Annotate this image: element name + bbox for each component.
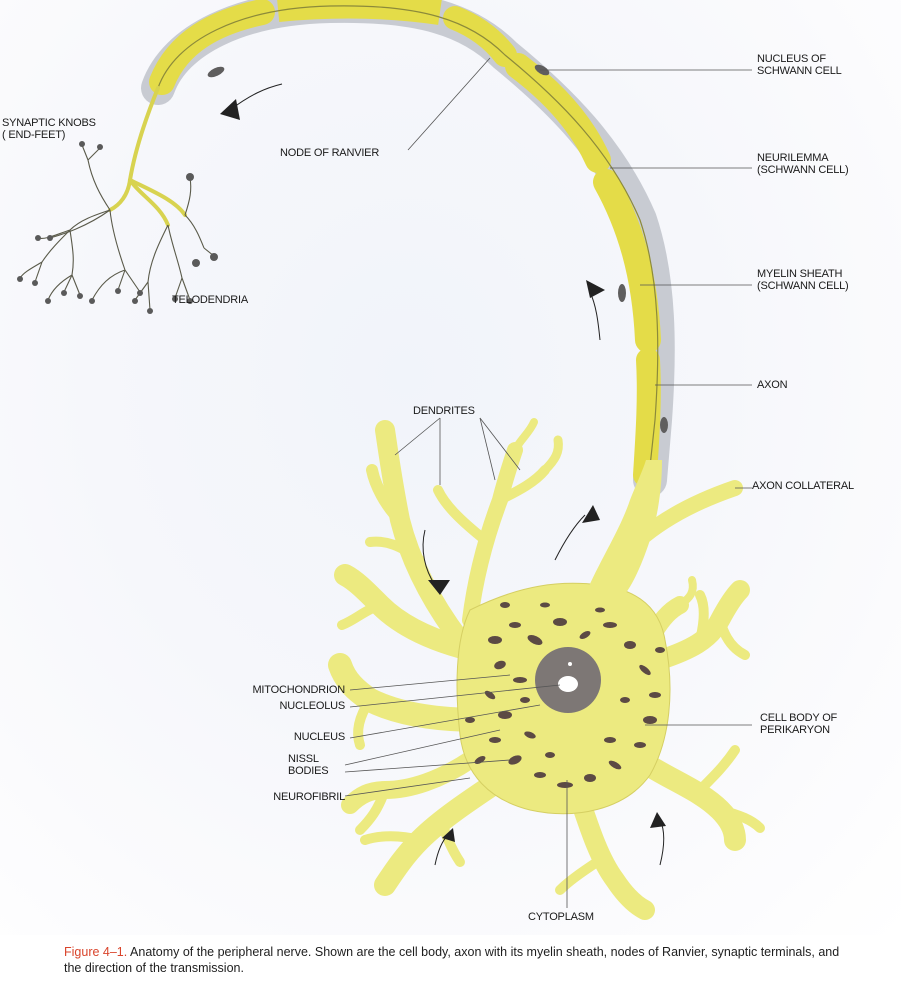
label-cytoplasm: CYTOPLASM <box>528 911 594 923</box>
telodendria-branches <box>19 144 215 311</box>
arrow-head <box>650 812 666 828</box>
nucleolus <box>558 676 578 692</box>
label-node-of-ranvier: NODE OF RANVIER <box>280 147 380 159</box>
schwann-nucleus-4 <box>660 417 668 433</box>
arrow-head <box>428 580 450 595</box>
axon-core <box>157 5 659 486</box>
label-synaptic-knobs: SYNAPTIC KNOBS( END-FEET) <box>2 117 96 141</box>
schwann-nucleus-3 <box>618 284 626 302</box>
label-nucleolus: NUCLEOLUS <box>279 700 346 712</box>
myelinated-axon <box>141 0 675 497</box>
leader-lines <box>344 57 752 908</box>
axon-hillock <box>585 460 662 600</box>
neuron-illustration <box>17 0 765 920</box>
caption-text: Anatomy of the peripheral nerve. Shown a… <box>64 945 840 975</box>
nissl-bodies <box>465 602 665 788</box>
arrow-head <box>442 828 455 842</box>
schwann-nucleus-1 <box>207 66 225 78</box>
myelin-segment-5 <box>593 169 661 353</box>
arrow-head <box>220 99 240 120</box>
axon-collateral <box>637 480 743 543</box>
label-dendrites: DENDRITES <box>413 405 475 417</box>
arrow-head <box>586 280 605 298</box>
label-neurofibril: NEUROFIBRIL <box>273 791 345 803</box>
neurilemma-sheath <box>141 0 675 497</box>
myelin-segment-6 <box>633 348 661 487</box>
label-mitochondrion: MITOCHONDRION <box>252 684 345 696</box>
transmission-arrows <box>220 83 666 866</box>
label-axon: AXON <box>757 379 788 391</box>
label-telodendria: TELODENDRIA <box>172 294 249 306</box>
label-myelin-sheath: MYELIN SHEATH(SCHWANN CELL) <box>757 268 849 292</box>
telodendria <box>108 86 187 227</box>
label-neurilemma: NEURILEMMA(SCHWANN CELL) <box>757 152 849 176</box>
synaptic-knobs <box>17 141 218 314</box>
cell-body <box>328 418 765 920</box>
figure-number: Figure 4–1. <box>64 945 128 959</box>
arrow-head <box>582 505 600 523</box>
myelin-segment-1 <box>149 0 275 95</box>
figure-caption: Figure 4–1. Anatomy of the peripheral ne… <box>64 944 844 976</box>
nucleus-spot <box>568 662 572 666</box>
label-nucleus: NUCLEUS <box>293 731 345 743</box>
label-axon-collateral: AXON COLLATERAL <box>752 480 854 492</box>
